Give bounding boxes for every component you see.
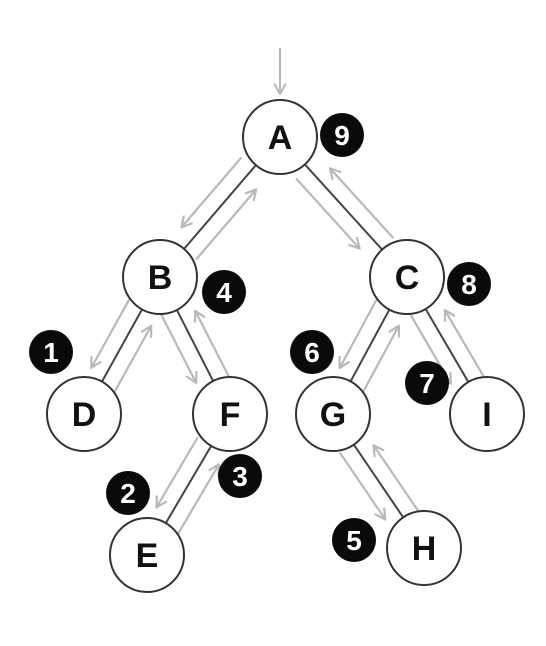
node-label: H	[412, 530, 437, 568]
node-circle	[449, 376, 525, 452]
traversal-arrow-down-a-b	[180, 156, 243, 229]
tree-edge-g-h	[352, 444, 405, 518]
badge-label: 7	[419, 368, 435, 399]
badge-circle	[405, 361, 449, 405]
node-circle	[386, 510, 462, 586]
node-circle	[122, 239, 198, 315]
tree-node-g: G	[295, 376, 371, 452]
tree-edges	[101, 163, 470, 524]
visit-order-badge-7: 7	[405, 361, 449, 405]
badge-circle	[332, 518, 376, 562]
badge-label: 1	[43, 337, 59, 368]
node-circle	[46, 376, 122, 452]
node-label: E	[136, 537, 159, 575]
tree-edge-f-e	[164, 445, 213, 524]
badge-label: 2	[120, 478, 136, 509]
badge-circle	[447, 262, 491, 306]
traversal-arrow-up-d-b	[112, 324, 153, 395]
tree-edge-c-g	[349, 309, 391, 382]
tree-node-d: D	[46, 376, 122, 452]
visit-order-badge-3: 3	[218, 454, 262, 498]
traversal-arrow-up-f-b	[193, 309, 232, 380]
traversal-arrows	[90, 48, 486, 536]
node-label: G	[320, 396, 346, 434]
tree-node-b: B	[122, 239, 198, 315]
badge-label: 5	[346, 525, 362, 556]
tree-edge-b-d	[101, 308, 143, 383]
entry-arrow	[273, 48, 287, 96]
tree-edge-c-i	[424, 308, 470, 383]
badge-label: 9	[334, 120, 350, 151]
tree-node-i: I	[449, 376, 525, 452]
node-label: F	[220, 396, 241, 434]
tree-node-h: H	[386, 510, 462, 586]
tree-node-f: F	[192, 376, 268, 452]
tree-node-a: A	[242, 99, 318, 175]
badge-circle	[290, 330, 334, 374]
visit-order-badges: 1 2 3 4 5 6 7 8 9	[29, 113, 491, 562]
badge-circle	[106, 471, 150, 515]
node-label: I	[482, 396, 491, 434]
tree-edge-b-f	[175, 309, 215, 382]
node-label: B	[148, 259, 173, 297]
tree-edge-a-b	[183, 164, 257, 250]
traversal-arrow-down-a-c	[295, 177, 361, 250]
visit-order-badge-8: 8	[447, 262, 491, 306]
badge-circle	[320, 113, 364, 157]
traversal-arrow-up-c-a	[328, 167, 395, 239]
traversal-arrow-up-e-f	[176, 463, 220, 536]
badge-label: 3	[232, 461, 248, 492]
traversal-arrow-up-h-g	[372, 444, 420, 513]
node-label: D	[72, 396, 97, 434]
badge-label: 6	[304, 337, 320, 368]
traversal-arrow-down-g-h	[338, 451, 387, 521]
traversal-arrow-down-b-d	[90, 298, 131, 369]
badge-label: 4	[216, 277, 232, 308]
traversal-arrow-down-c-g	[338, 299, 378, 370]
node-circle	[295, 376, 371, 452]
traversal-arrow-up-g-c	[360, 324, 401, 395]
badge-circle	[29, 330, 73, 374]
traversal-arrow-up-i-c	[443, 308, 486, 380]
visit-order-badge-9: 9	[320, 113, 364, 157]
visit-order-badge-2: 2	[106, 471, 150, 515]
tree-edge-a-c	[304, 163, 383, 251]
tree-node-e: E	[109, 517, 185, 593]
traversal-arrow-up-b-a	[195, 188, 258, 261]
visit-order-badge-1: 1	[29, 330, 73, 374]
visit-order-badge-5: 5	[332, 518, 376, 562]
traversal-arrow-down-b-f	[160, 313, 198, 385]
badge-circle	[202, 270, 246, 314]
tree-node-c: C	[369, 239, 445, 315]
traversal-arrow-down-f-e	[155, 436, 199, 509]
node-circle	[192, 376, 268, 452]
badge-circle	[218, 454, 262, 498]
visit-order-badge-4: 4	[202, 270, 246, 314]
badge-label: 8	[461, 269, 477, 300]
node-circle	[109, 517, 185, 593]
node-circle	[369, 239, 445, 315]
node-circle	[242, 99, 318, 175]
node-label: A	[268, 119, 293, 157]
visit-order-badge-6: 6	[290, 330, 334, 374]
node-label: C	[395, 259, 420, 297]
tree-nodes: A B C D F G I E H	[46, 99, 525, 593]
